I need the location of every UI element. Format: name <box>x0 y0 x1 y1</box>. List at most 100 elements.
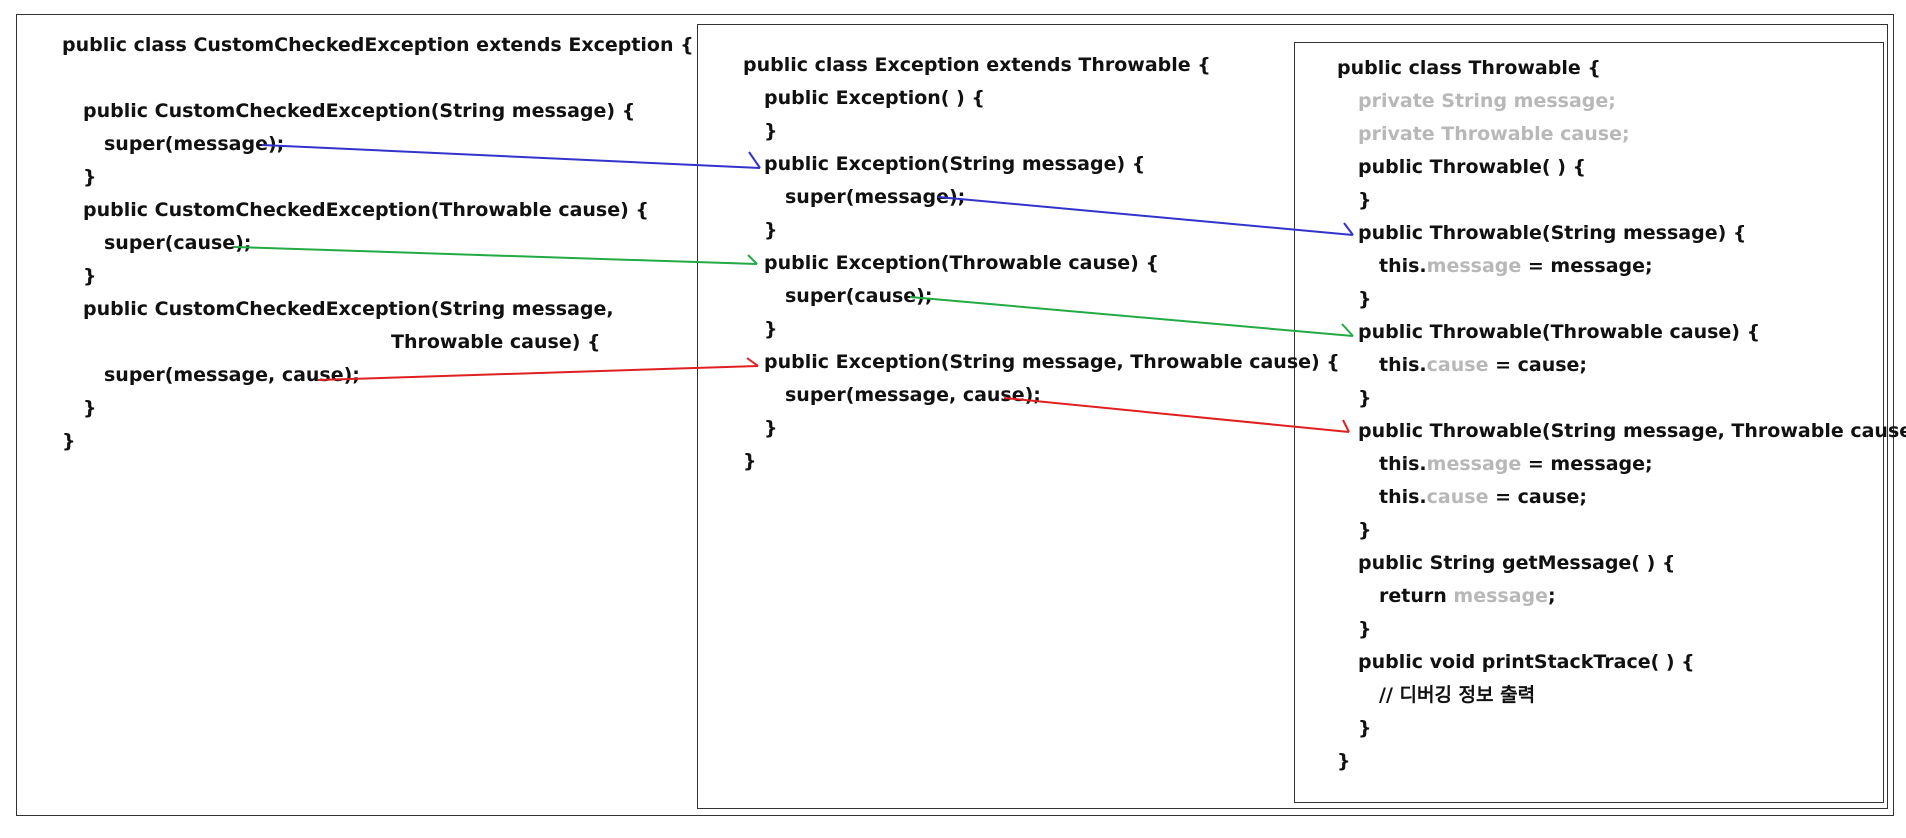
exception-code-line: super(message); <box>785 186 965 208</box>
throwable-code-line: this.message = message; <box>1379 453 1653 475</box>
throwable-code-line: public class Throwable { <box>1337 57 1601 79</box>
code-text: } <box>1358 519 1372 541</box>
exception-code-line: public Exception(String message, Throwab… <box>764 351 1340 373</box>
code-text: = cause; <box>1488 354 1588 376</box>
code-text: this. <box>1379 255 1427 277</box>
code-text: ; <box>1548 585 1556 607</box>
code-text: public Throwable( ) { <box>1358 156 1587 178</box>
custom-code-line: Throwable cause) { <box>391 331 601 353</box>
code-text: public void printStackTrace( ) { <box>1358 651 1695 673</box>
code-text: public CustomCheckedException(String mes… <box>83 100 636 122</box>
custom-code-line: public CustomCheckedException(String mes… <box>83 100 635 122</box>
code-text: public Throwable(String message, Throwab… <box>1358 420 1906 442</box>
code-text: return <box>1379 585 1454 607</box>
throwable-code-line: } <box>1358 288 1372 310</box>
custom-code-line: public class CustomCheckedException exte… <box>62 34 694 56</box>
throwable-code-line: this.cause = cause; <box>1379 486 1587 508</box>
code-text: } <box>764 318 778 340</box>
code-text: } <box>83 166 97 188</box>
custom-code-line: } <box>83 166 97 188</box>
code-text: this. <box>1379 354 1427 376</box>
throwable-code-line: } <box>1358 387 1372 409</box>
field-reference-text: message <box>1426 453 1522 475</box>
exception-code-line: super(cause); <box>785 285 932 307</box>
code-text: public CustomCheckedException(String mes… <box>83 298 614 320</box>
code-text: public Exception(String message, Throwab… <box>764 351 1340 373</box>
custom-code-line: } <box>62 430 76 452</box>
code-text: } <box>743 450 757 472</box>
custom-code-line: super(message); <box>104 133 284 155</box>
exception-code-line: } <box>764 120 778 142</box>
code-text: Throwable cause) { <box>391 331 601 353</box>
code-text: } <box>1358 288 1372 310</box>
throwable-code-line: // 디버깅 정보 출력 <box>1379 684 1535 706</box>
exception-code-line: public Exception(String message) { <box>764 153 1145 175</box>
throwable-code-line: public Throwable(Throwable cause) { <box>1358 321 1760 343</box>
throwable-code-line: } <box>1337 750 1351 772</box>
exception-code-line: public class Exception extends Throwable… <box>743 54 1211 76</box>
code-text: } <box>1358 717 1372 739</box>
exception-code-line: } <box>743 450 757 472</box>
code-text: super(message); <box>785 186 966 208</box>
code-text: } <box>764 120 778 142</box>
field-reference-text: message <box>1426 255 1522 277</box>
custom-code-line: } <box>83 397 97 419</box>
code-text: } <box>1337 750 1351 772</box>
code-text: super(cause); <box>785 285 933 307</box>
custom-code-line: public CustomCheckedException(Throwable … <box>83 199 649 221</box>
throwable-code-line: } <box>1358 519 1372 541</box>
code-text: } <box>1358 618 1372 640</box>
throwable-code-line: } <box>1358 717 1372 739</box>
exception-code-line: } <box>764 219 778 241</box>
code-text: } <box>83 265 97 287</box>
custom-code-line: super(cause); <box>104 232 251 254</box>
throwable-code-line: private String message; <box>1358 90 1616 112</box>
field-reference-text: cause <box>1426 486 1489 508</box>
code-text: public class Throwable { <box>1337 57 1601 79</box>
throwable-code-line: public String getMessage( ) { <box>1358 552 1675 574</box>
code-text: } <box>83 397 97 419</box>
custom-code-line: } <box>83 265 97 287</box>
exception-panel-frame <box>697 24 1888 809</box>
field-reference-text: cause <box>1426 354 1489 376</box>
code-text: super(cause); <box>104 232 252 254</box>
throwable-code-line: this.message = message; <box>1379 255 1653 277</box>
throwable-code-line: public void printStackTrace( ) { <box>1358 651 1695 673</box>
exception-code-line: } <box>764 417 778 439</box>
field-reference-text: private String message; <box>1358 90 1616 112</box>
exception-code-line: public Exception(Throwable cause) { <box>764 252 1159 274</box>
outer-frame <box>16 14 1894 816</box>
code-text: public Exception(Throwable cause) { <box>764 252 1160 274</box>
code-text: public Throwable(String message) { <box>1358 222 1747 244</box>
exception-code-line: } <box>764 318 778 340</box>
exception-code-line: public Exception( ) { <box>764 87 985 109</box>
throwable-code-line: return message; <box>1379 585 1556 607</box>
code-text: } <box>764 417 778 439</box>
throwable-code-line: public Throwable(String message, Throwab… <box>1358 420 1906 442</box>
throwable-code-line: private Throwable cause; <box>1358 123 1630 145</box>
code-text: } <box>62 430 76 452</box>
code-text: = message; <box>1521 453 1653 475</box>
code-text: = cause; <box>1488 486 1588 508</box>
throwable-code-line: } <box>1358 189 1372 211</box>
code-text: this. <box>1379 486 1427 508</box>
code-text: public class Exception extends Throwable… <box>743 54 1211 76</box>
code-text: super(message); <box>104 133 285 155</box>
code-text: public Throwable(Throwable cause) { <box>1358 321 1761 343</box>
code-text: public String getMessage( ) { <box>1358 552 1676 574</box>
code-text: public Exception(String message) { <box>764 153 1146 175</box>
code-text: } <box>1358 189 1372 211</box>
code-text: } <box>764 219 778 241</box>
custom-code-line: public CustomCheckedException(String mes… <box>83 298 614 320</box>
code-text: } <box>1358 387 1372 409</box>
field-reference-text: message <box>1453 585 1549 607</box>
code-text: public CustomCheckedException(Throwable … <box>83 199 649 221</box>
throwable-code-line: } <box>1358 618 1372 640</box>
throwable-code-line: public Throwable( ) { <box>1358 156 1586 178</box>
code-text: public class CustomCheckedException exte… <box>62 34 694 56</box>
code-text: public Exception( ) { <box>764 87 985 109</box>
